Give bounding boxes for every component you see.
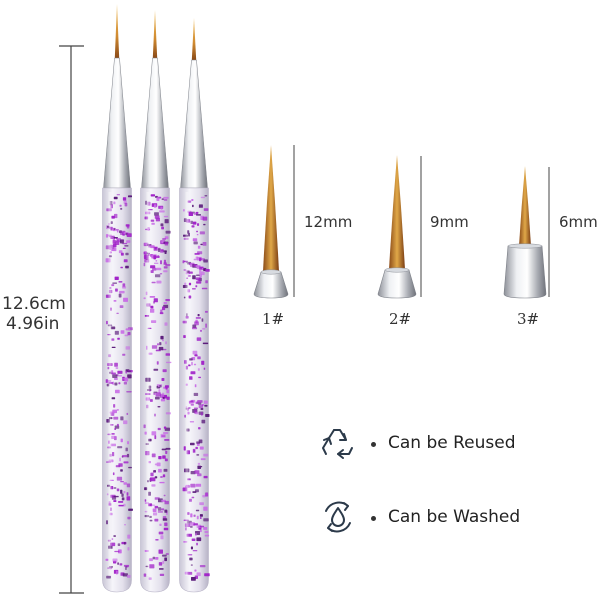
tip-bristle (263, 145, 279, 272)
tip-1-length-label: 12mm (304, 213, 353, 231)
recycle-icon (322, 429, 353, 459)
brush-handle (179, 187, 209, 593)
brush-bristle (191, 18, 197, 60)
brush-bristle (114, 4, 120, 58)
glitter-flakes (105, 194, 133, 579)
brush-ferrule (141, 57, 169, 189)
feature-reusable-label: Can be Reused (388, 433, 516, 453)
brush-handle (140, 187, 170, 593)
brush-bristle (152, 10, 158, 58)
tip-ferrule (253, 271, 289, 299)
brush-set (102, 4, 210, 593)
bullet-dot (371, 516, 376, 521)
length-cm-label: 12.6cm (2, 294, 66, 314)
tip-details (253, 145, 550, 299)
tip-ferrule (503, 245, 547, 299)
brush-1 (102, 4, 133, 593)
tip-detail-3 (503, 166, 550, 299)
brush-3 (179, 18, 210, 593)
length-inch-label: 4.96in (6, 314, 60, 334)
tip-bristle (519, 166, 531, 246)
glitter-flakes (182, 195, 210, 581)
length-dimension-line (59, 45, 84, 594)
brush-2 (140, 10, 172, 593)
tip-detail-2 (377, 155, 422, 299)
glitter-flakes (143, 194, 172, 580)
brush-ferrule (180, 59, 208, 189)
tip-detail-1 (253, 145, 295, 299)
tip-2-length-label: 9mm (430, 213, 469, 231)
tip-1-number-label: 1# (262, 310, 285, 328)
feature-washable-label: Can be Washed (388, 507, 521, 527)
tip-ferrule (377, 269, 417, 299)
tip-3-length-label: 6mm (559, 213, 598, 231)
bullet-dot (371, 442, 376, 447)
washable-water-drop-icon (325, 501, 351, 533)
tip-bristle (389, 155, 405, 270)
tip-3-number-label: 3# (517, 310, 540, 328)
brush-ferrule (103, 57, 131, 189)
tip-2-number-label: 2# (389, 310, 412, 328)
